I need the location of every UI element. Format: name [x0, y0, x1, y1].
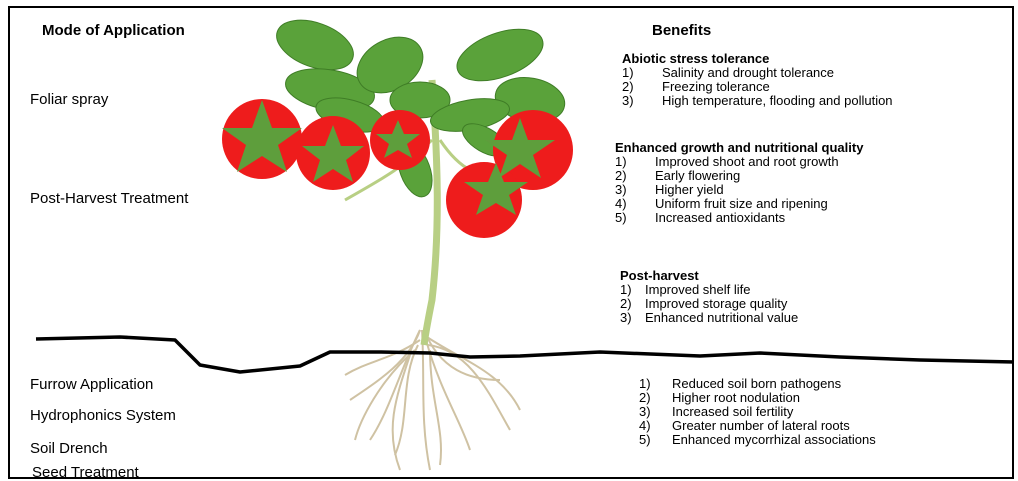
list-item: 3)Increased soil fertility: [639, 405, 876, 419]
ground-line: [36, 337, 1014, 372]
abiotic-section: Abiotic stress tolerance 1)Salinity and …: [622, 51, 893, 108]
postharvest-list: 1)Improved shelf life 2)Improved storage…: [620, 283, 798, 325]
postharvest-title: Post-harvest: [620, 268, 798, 283]
list-item: 4)Uniform fruit size and ripening: [615, 197, 863, 211]
list-item: 3)High temperature, flooding and polluti…: [622, 94, 893, 108]
mode-post-harvest-treatment: Post-Harvest Treatment: [30, 190, 188, 207]
soil-benefits-list: 1)Reduced soil born pathogens 2)Higher r…: [639, 377, 876, 447]
list-item: 2)Early flowering: [615, 169, 863, 183]
list-item: 2)Higher root nodulation: [639, 391, 876, 405]
list-item: 2)Improved storage quality: [620, 297, 798, 311]
growth-section: Enhanced growth and nutritional quality …: [615, 140, 863, 225]
list-item: 3)Higher yield: [615, 183, 863, 197]
growth-title: Enhanced growth and nutritional quality: [615, 140, 863, 155]
postharvest-section: Post-harvest 1)Improved shelf life 2)Imp…: [620, 268, 798, 325]
mode-foliar-spray: Foliar spray: [30, 91, 108, 108]
mode-of-application-heading: Mode of Application: [42, 22, 185, 39]
list-item: 1)Improved shoot and root growth: [615, 155, 863, 169]
list-item: 2)Freezing tolerance: [622, 80, 893, 94]
mode-seed-treatment: Seed Treatment: [32, 464, 139, 481]
list-item: 1)Reduced soil born pathogens: [639, 377, 876, 391]
abiotic-list: 1)Salinity and drought tolerance 2)Freez…: [622, 66, 893, 108]
list-item: 1)Improved shelf life: [620, 283, 798, 297]
abiotic-title: Abiotic stress tolerance: [622, 51, 893, 66]
mode-furrow-application: Furrow Application: [30, 376, 153, 393]
mode-hydrophonics-system: Hydrophonics System: [30, 407, 176, 424]
soil-benefits-section: 1)Reduced soil born pathogens 2)Higher r…: [639, 377, 876, 447]
list-item: 5)Increased antioxidants: [615, 211, 863, 225]
benefits-heading: Benefits: [652, 22, 711, 39]
list-item: 4)Greater number of lateral roots: [639, 419, 876, 433]
list-item: 5)Enhanced mycorrhizal associations: [639, 433, 876, 447]
growth-list: 1)Improved shoot and root growth 2)Early…: [615, 155, 863, 225]
mode-soil-drench: Soil Drench: [30, 440, 108, 457]
list-item: 3)Enhanced nutritional value: [620, 311, 798, 325]
list-item: 1)Salinity and drought tolerance: [622, 66, 893, 80]
